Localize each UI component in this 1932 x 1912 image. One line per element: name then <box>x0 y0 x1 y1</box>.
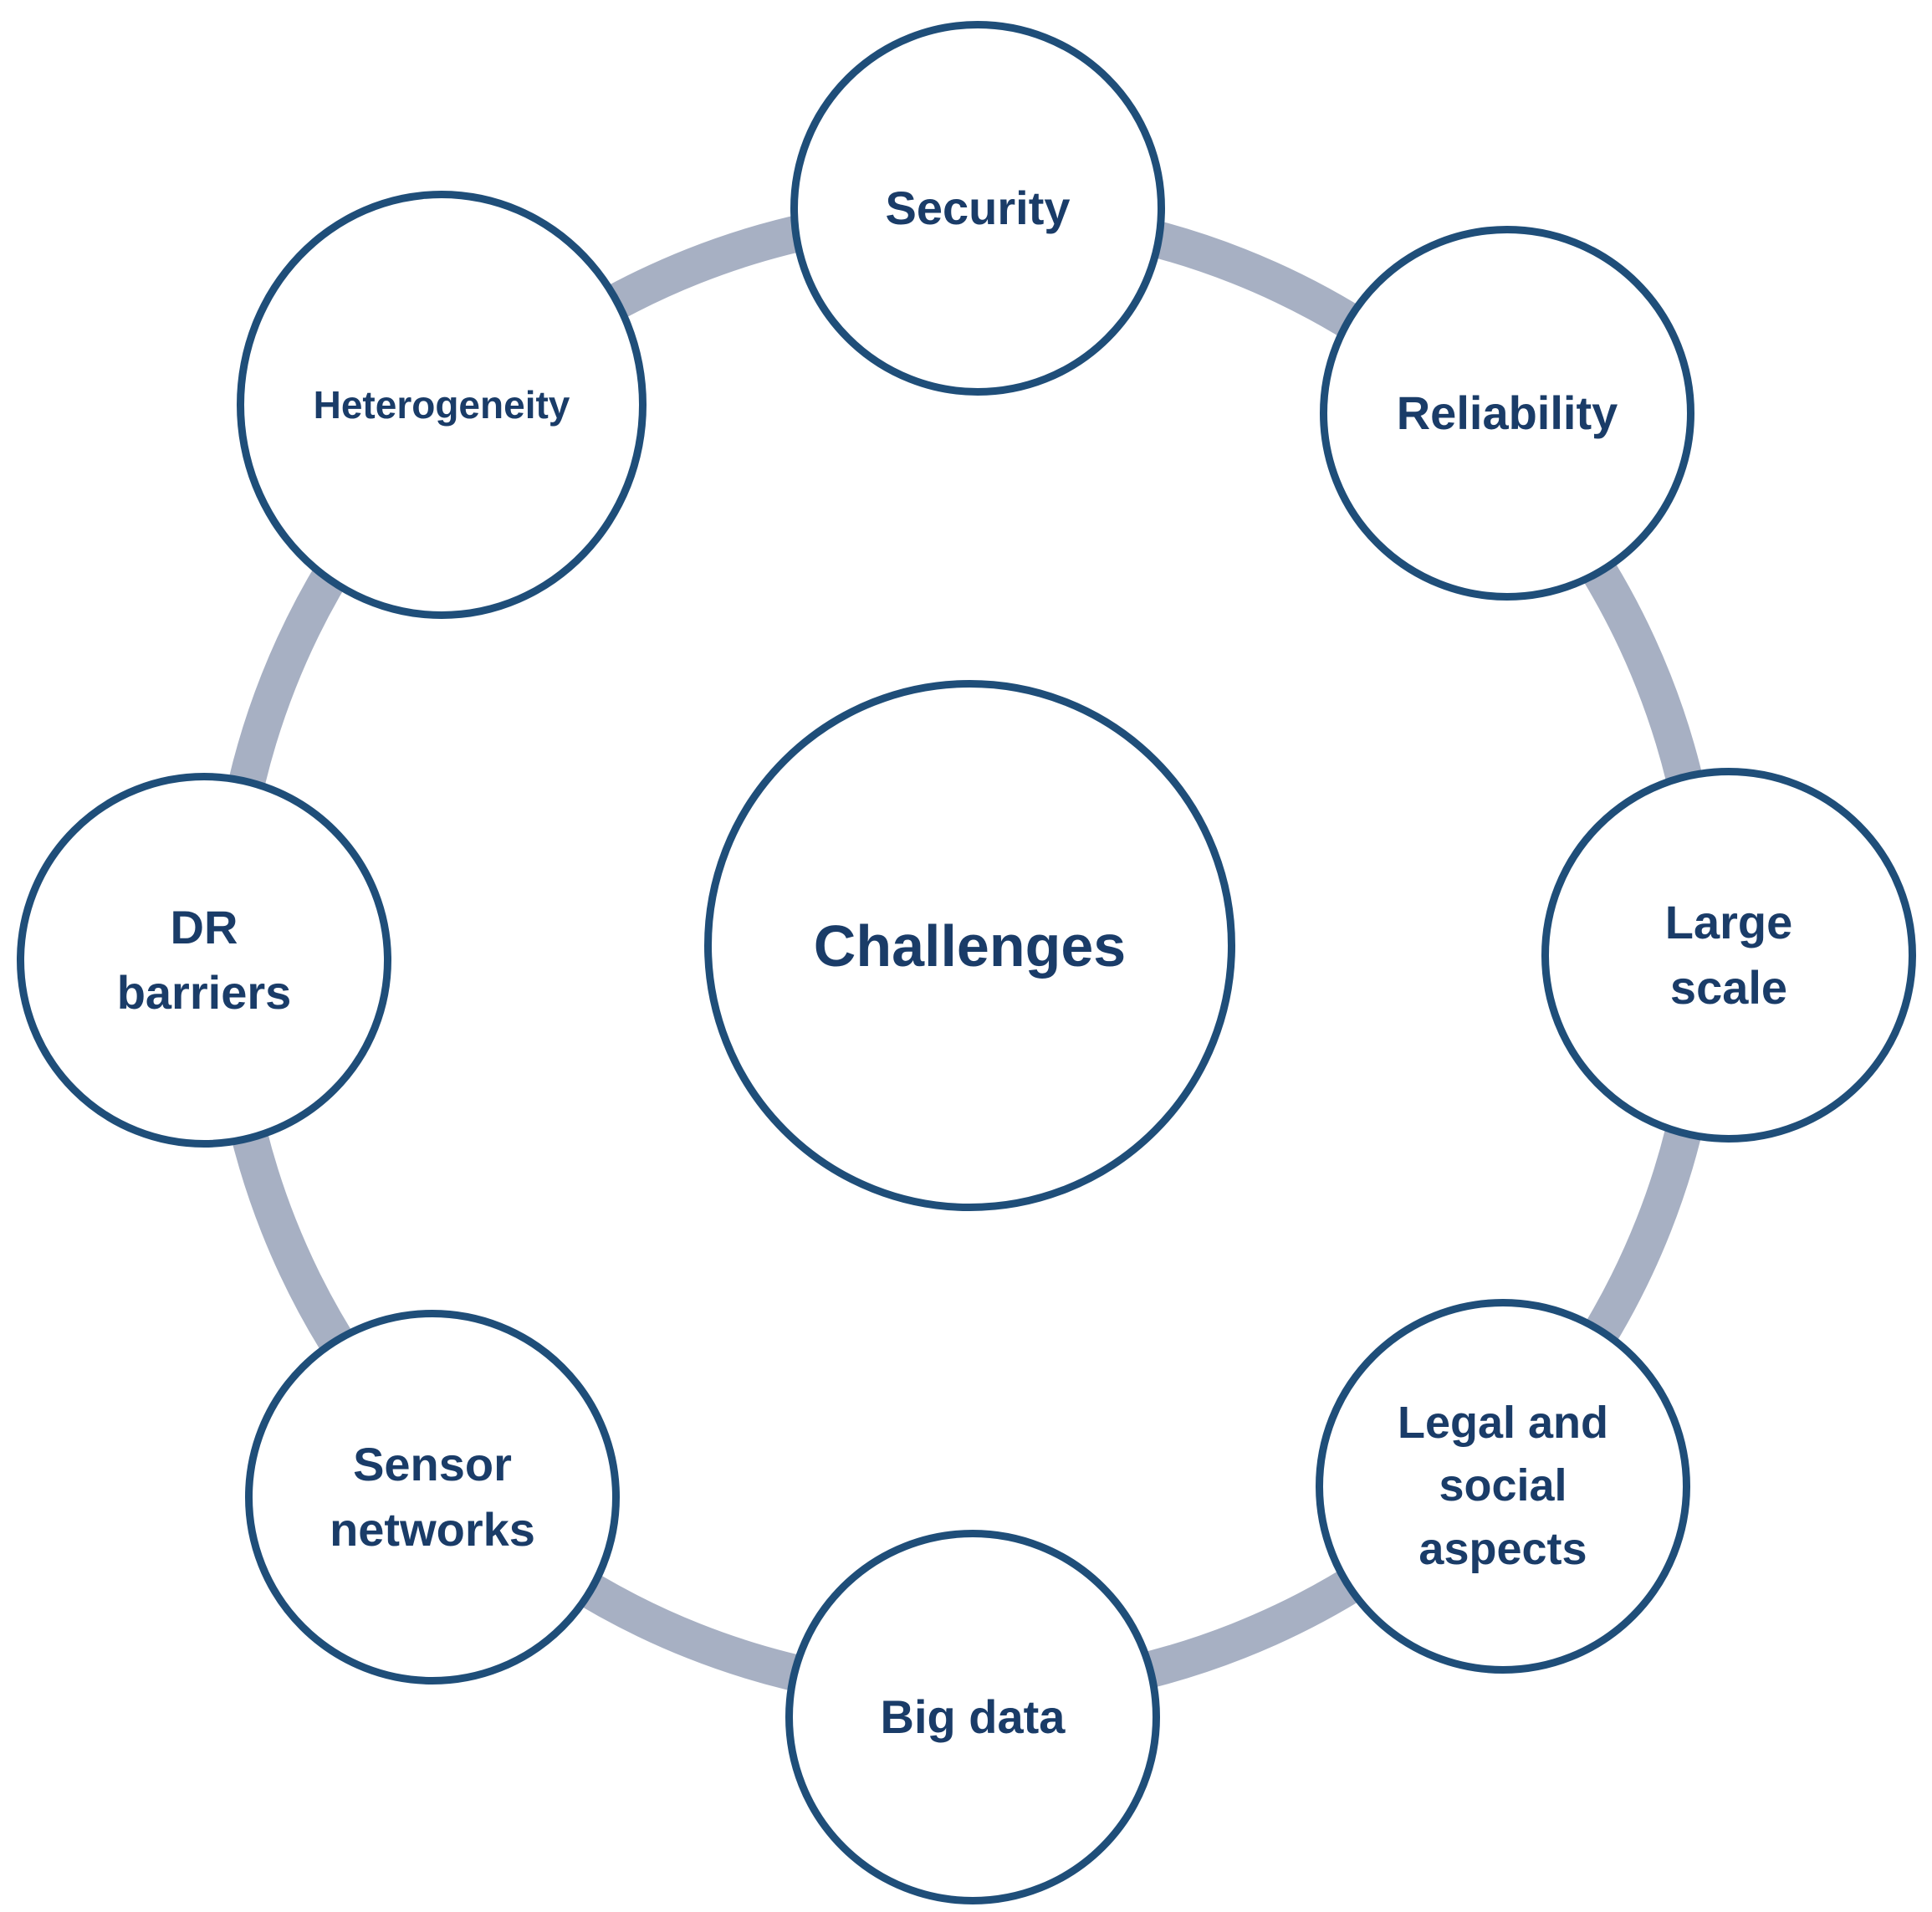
node-label-large-scale: Large scale <box>1664 895 1793 1014</box>
node-large-scale: Large scale <box>1541 768 1916 1143</box>
node-label-heterogeneity: Heterogeneity <box>313 382 570 427</box>
node-label-sensor-networks: Sensor networks <box>330 1437 535 1556</box>
node-label-legal-social-aspects: Legal and social aspects <box>1397 1397 1609 1574</box>
node-security: Security <box>790 21 1165 396</box>
node-label-dr-barriers: DR barriers <box>116 900 292 1019</box>
node-heterogeneity: Heterogeneity <box>237 191 647 619</box>
center-label: Challenges <box>813 913 1127 979</box>
node-big-data: Big data <box>785 1530 1160 1904</box>
node-reliability: Reliability <box>1320 226 1694 601</box>
node-label-big-data: Big data <box>880 1690 1066 1743</box>
node-sensor-networks: Sensor networks <box>245 1310 620 1685</box>
node-dr-barriers: DR barriers <box>17 773 391 1148</box>
node-label-reliability: Reliability <box>1396 386 1618 439</box>
center-node-challenges: Challenges <box>704 680 1235 1211</box>
node-label-security: Security <box>885 181 1071 234</box>
node-legal-social-aspects: Legal and social aspects <box>1316 1299 1690 1674</box>
